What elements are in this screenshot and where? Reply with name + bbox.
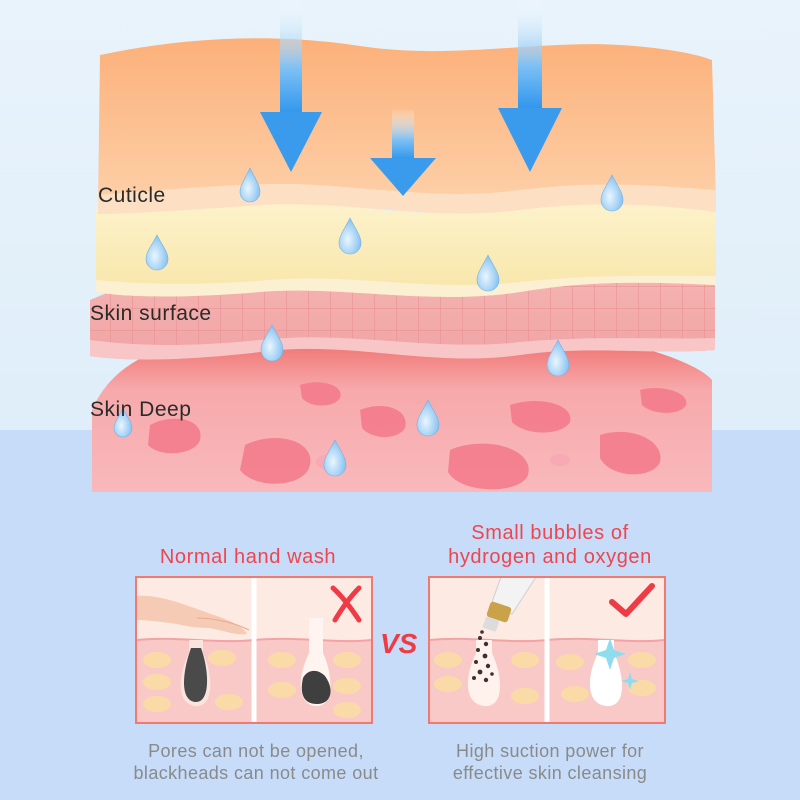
cuticle-label: Cuticle (98, 184, 166, 207)
bubbles-title-line2: hydrogen and oxygen (448, 546, 652, 568)
bubbles-title-line1: Small bubbles of (471, 522, 629, 544)
vs-label: VS (380, 628, 418, 659)
hydrogen-bubbles-panel (428, 576, 666, 724)
skin-deep-label: Skin Deep (90, 398, 192, 421)
normal-wash-panel (135, 576, 373, 724)
cross-icon (330, 585, 362, 623)
check-icon (609, 583, 655, 617)
normal-wash-caption: Pores can not be opened, blackheads can … (100, 740, 412, 784)
skin-surface-label: Skin surface (90, 302, 212, 325)
bubbles-caption: High suction power for effective skin cl… (410, 740, 690, 784)
arrow-icon-right (498, 0, 562, 172)
bubbles-title: Small bubbles of hydrogen and oxygen (410, 521, 690, 569)
sparkle-icon (594, 638, 639, 690)
bubbles-caption-line1: High suction power for (456, 741, 644, 761)
normal-wash-illustration (137, 578, 371, 722)
normal-hand-wash-title: Normal hand wash (159, 546, 337, 568)
skin-layers-illustration (90, 0, 716, 492)
normal-wash-caption-line1: Pores can not be opened, (148, 741, 364, 761)
arrow-icon-left (260, 0, 322, 172)
suction-device-icon (483, 578, 536, 632)
arrow-icon-middle (370, 110, 436, 196)
bubbles-caption-line2: effective skin cleansing (452, 763, 648, 783)
normal-wash-caption-line2: blackheads can not come out (133, 763, 379, 783)
hydrogen-bubbles-illustration (430, 578, 664, 722)
